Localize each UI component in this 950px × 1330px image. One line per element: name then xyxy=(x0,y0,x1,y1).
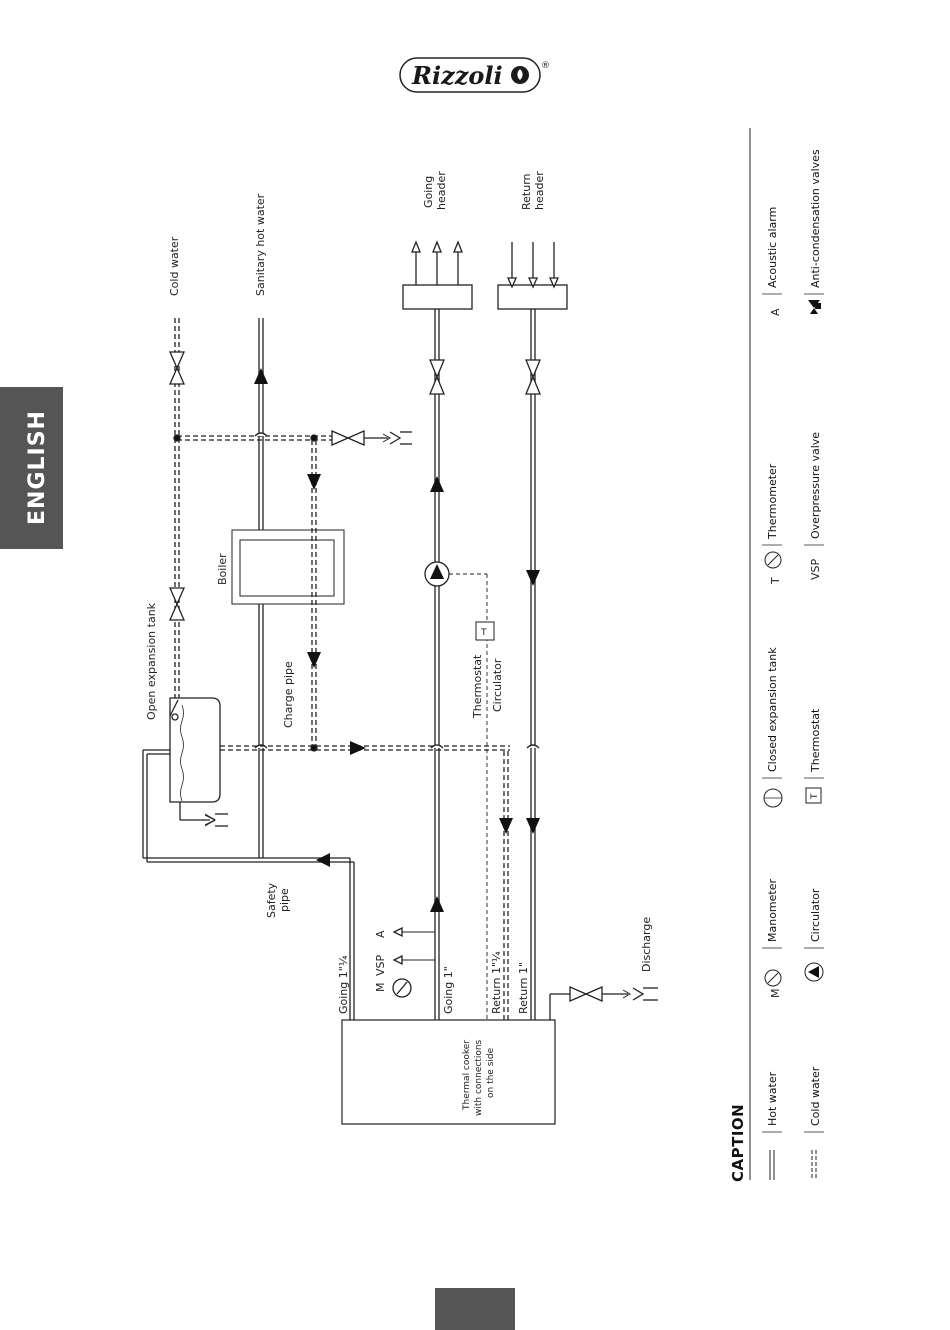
closed-expansion-tank-icon xyxy=(763,788,783,808)
legend-vsp-symbol: VSP xyxy=(809,558,822,580)
legend-circulator-label: Circulator xyxy=(809,888,822,942)
legend-thermometer-label: Thermometer xyxy=(766,463,779,540)
brand-name: Rizzoli xyxy=(411,61,503,90)
legend-hot-water: Hot water xyxy=(762,1071,782,1180)
return-1-label: Return 1" xyxy=(517,962,530,1014)
legend-anti-condensation-valves: Anti-condensation valves xyxy=(804,149,824,314)
caption-title: CAPTION xyxy=(729,1104,747,1182)
cold-water-branch xyxy=(177,435,332,748)
cooker-label-3: on the side xyxy=(486,1047,496,1098)
legend-manometer-symbol: M xyxy=(769,989,782,999)
circulator xyxy=(424,561,488,1020)
circulator-label: Circulator xyxy=(491,658,504,712)
safety-pipe-arrow xyxy=(316,853,330,867)
manometer-icon xyxy=(764,969,782,987)
safety-pipe-label-1: Safety xyxy=(265,882,278,918)
vsp-label: VSP xyxy=(374,954,387,976)
discharge-label: Discharge xyxy=(640,917,653,972)
manometer-group xyxy=(392,926,435,998)
m-label: M xyxy=(374,983,387,993)
cooker-label-2: with connections xyxy=(474,1039,484,1116)
return-header xyxy=(497,242,568,310)
legend-circulator: Circulator xyxy=(804,888,824,982)
thermostat-box: T xyxy=(475,621,495,641)
discharge-valve xyxy=(549,986,658,1020)
going-header-label-2: header xyxy=(435,171,448,210)
charge-pipe xyxy=(220,745,510,751)
diagram-labels: Cold water Sanitary hot water Going head… xyxy=(145,171,653,1116)
safety-pipe-label-2: pipe xyxy=(278,888,291,912)
legend-acoustic-alarm-label: Acoustic alarm xyxy=(766,207,779,288)
svg-text:T: T xyxy=(480,628,487,638)
legend-overpressure-valve: VSP Overpressure valve xyxy=(804,432,824,580)
open-expansion-tank xyxy=(169,697,228,827)
legend-thermostat-symbol: T xyxy=(810,793,820,800)
going-header-label-1: Going xyxy=(422,176,435,208)
cold-water-valve-top xyxy=(169,351,185,385)
open-expansion-tank-label: Open expansion tank xyxy=(145,602,158,720)
sanitary-hot-water-label: Sanitary hot water xyxy=(254,193,267,296)
return-1-1-4-label: Return 1"¼ xyxy=(490,951,503,1014)
return-header-label-1: Return xyxy=(520,173,533,210)
thermal-cooker xyxy=(341,1019,556,1125)
legend-cold-water: Cold water xyxy=(804,1066,824,1180)
boiler xyxy=(231,529,345,605)
legend-cold-water-label: Cold water xyxy=(809,1066,822,1126)
going-1-1-4-pipe xyxy=(142,749,355,1020)
hydraulic-diagram: T xyxy=(142,240,658,1125)
flame-icon xyxy=(511,66,529,84)
page-number-tab xyxy=(435,1288,515,1330)
boiler-discharge-valve xyxy=(331,430,412,446)
legend-overpressure-valve-label: Overpressure valve xyxy=(809,432,822,539)
going-1-label: Going 1" xyxy=(442,966,455,1014)
registered-mark: ® xyxy=(541,61,550,71)
language-tab: ENGLISH xyxy=(0,387,63,549)
legend-thermometer-symbol: T xyxy=(769,577,782,585)
return-header-valve xyxy=(525,359,541,395)
legend-thermometer: T Thermometer xyxy=(762,463,782,585)
going-header xyxy=(402,240,473,310)
legend-alarm-symbol: A xyxy=(769,308,782,316)
anti-condensation-valve-icon xyxy=(808,300,821,314)
legend-anti-condensation-label: Anti-condensation valves xyxy=(809,149,822,288)
sanitary-hot-water-pipe xyxy=(258,318,264,858)
legend-hot-water-label: Hot water xyxy=(766,1071,779,1126)
thermostat-label: Thermostat xyxy=(471,654,484,719)
thermometer-icon xyxy=(764,551,782,569)
going-header-valve xyxy=(429,359,445,395)
going-1-pipe xyxy=(434,285,440,1020)
return-1-1-4-pipe xyxy=(503,748,509,1020)
charge-pipe-label: Charge pipe xyxy=(282,661,295,728)
legend-closed-expansion-tank-label: Closed expansion tank xyxy=(766,647,779,772)
thermostat-icon xyxy=(805,787,822,804)
going-1-1-4-label: Going 1"¼ xyxy=(337,955,350,1014)
cooker-label-1: Thermal cooker xyxy=(462,1040,472,1111)
cold-water-label: Cold water xyxy=(168,236,181,296)
legend-thermostat: T Thermostat xyxy=(804,708,824,804)
return-header-label-2: header xyxy=(533,171,546,210)
cold-water-pipe xyxy=(174,318,180,698)
circulator-icon xyxy=(804,962,824,982)
boiler-label: Boiler xyxy=(216,553,229,585)
caption: CAPTION Hot water Cold water M Manometer xyxy=(729,128,824,1182)
legend-thermostat-label: Thermostat xyxy=(809,708,822,773)
legend-manometer: M Manometer xyxy=(762,879,782,998)
legend-manometer-label: Manometer xyxy=(766,879,779,942)
legend-closed-expansion-tank: Closed expansion tank xyxy=(762,647,783,808)
legend-acoustic-alarm: A Acoustic alarm xyxy=(762,207,782,316)
language-tab-label: ENGLISH xyxy=(25,410,50,525)
brand-logo: Rizzoli ® xyxy=(399,57,550,93)
return-1-pipe xyxy=(530,285,536,1020)
cold-water-valve-bottom xyxy=(169,587,185,621)
a-label: A xyxy=(374,930,387,938)
